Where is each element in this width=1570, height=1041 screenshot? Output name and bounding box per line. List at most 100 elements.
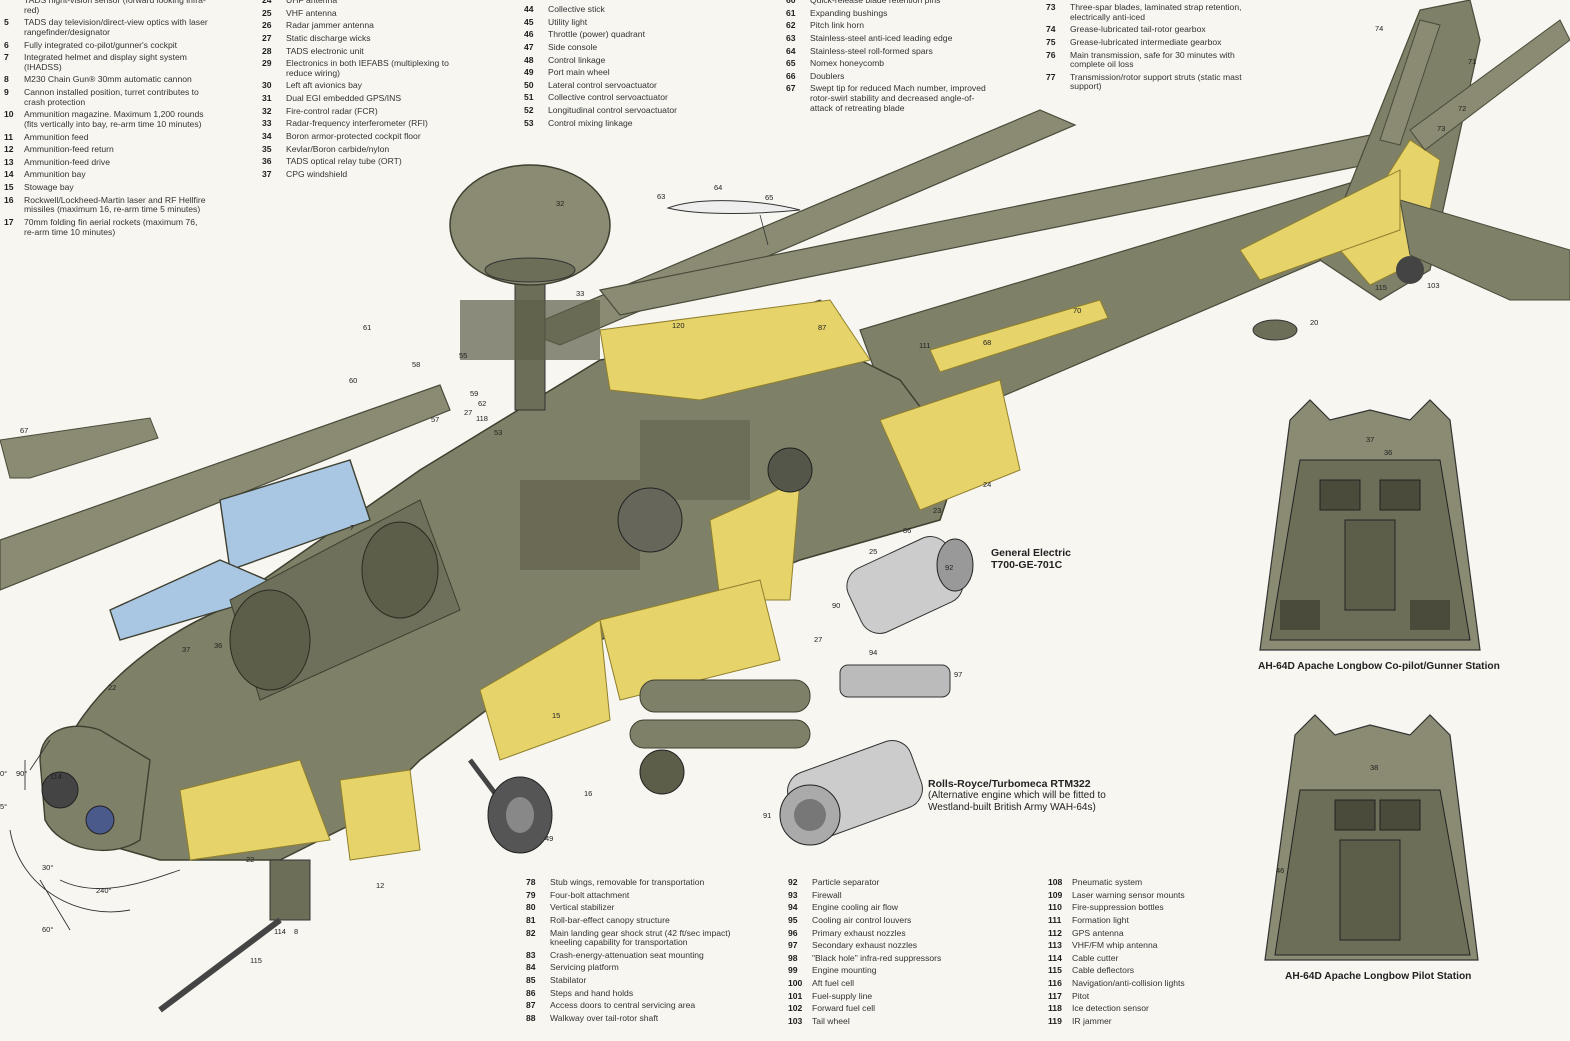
ge-engine-caption: General Electric T700-GE-701C xyxy=(991,547,1071,571)
key-item: 7 Integrated helmet and display sight sys… xyxy=(4,52,209,72)
key-text: Tail wheel xyxy=(812,1015,850,1026)
key-number: 113 xyxy=(1048,940,1062,951)
key-number: 52 xyxy=(524,105,534,115)
key-number: 15 xyxy=(4,182,14,192)
key-text: Integrated helmet and display sight syst… xyxy=(24,52,187,72)
transmission-detail xyxy=(640,420,750,500)
chain-gun xyxy=(158,859,311,1013)
ge-engine-line-1: General Electric xyxy=(991,547,1071,559)
key-text: Left aft avionics bay xyxy=(286,80,362,91)
key-text: Crash-energy-attenuation seat mounting xyxy=(550,949,704,960)
key-number: 115 xyxy=(1048,965,1062,976)
stub-wing xyxy=(599,579,781,701)
key-text: Control linkage xyxy=(548,54,606,65)
callout-65: 65 xyxy=(765,193,773,202)
callout-36-cpg: 36 xyxy=(1384,448,1392,457)
key-text: Quick-release blade retention pins xyxy=(810,0,941,5)
key-text: TADS optical relay tube (ORT) xyxy=(286,156,402,167)
callout-74: 74 xyxy=(1375,24,1383,33)
callout-33: 33 xyxy=(576,289,584,298)
key-number: 95 xyxy=(788,914,798,925)
turret-angle-diagram xyxy=(9,739,181,931)
callout-90: 90 xyxy=(832,601,840,610)
cpg-station-caption: AH-64D Apache Longbow Co-pilot/Gunner St… xyxy=(1258,661,1500,672)
key-text: Forward fuel cell xyxy=(812,1003,876,1014)
callout-114b: 114 xyxy=(274,927,286,936)
key-number: 35 xyxy=(262,143,272,154)
key-number: 108 xyxy=(1048,877,1063,887)
key-text: Radar-frequency interferometer (RFI) xyxy=(286,118,428,129)
key-text: Ammunition feed xyxy=(24,131,89,142)
tail-yellow-structure xyxy=(1239,169,1401,281)
key-number: 49 xyxy=(524,67,534,78)
callout-94: 94 xyxy=(869,648,877,657)
key-text: Pitch link horn xyxy=(810,20,864,31)
key-text: Vertical stabilizer xyxy=(550,902,615,913)
key-text: GPS antenna xyxy=(1072,927,1124,938)
avionics-bay-cutaway xyxy=(179,759,331,861)
key-text: Kevlar/Boron carbide/nylon xyxy=(286,143,390,154)
key-text: Ice detection sensor xyxy=(1072,1003,1149,1014)
key-number: 7 xyxy=(4,52,9,63)
key-number: 29 xyxy=(262,58,272,69)
callout-91: 91 xyxy=(763,811,771,820)
key-text: Roll-bar-effect canopy structure xyxy=(550,914,670,925)
callout-53: 53 xyxy=(494,428,502,437)
callout-15: 15 xyxy=(552,711,560,720)
aft-fuselage-cutaway xyxy=(879,379,1021,511)
key-text: Grease-lubricated tail-rotor gearbox xyxy=(1070,24,1206,35)
callout-86: 86 xyxy=(903,526,911,535)
key-number: 13 xyxy=(4,156,14,167)
callout-87: 87 xyxy=(818,323,826,332)
angle-60: 60° xyxy=(42,925,53,934)
key-number: 47 xyxy=(524,41,534,52)
key-number: 48 xyxy=(524,54,534,65)
rr-engine-title: Rolls-Royce/Turbomeca RTM322 xyxy=(928,778,1091,790)
key-text: Collective control servoactuator xyxy=(548,92,668,103)
key-number: 102 xyxy=(788,1003,803,1014)
key-text: Pitot xyxy=(1072,990,1090,1001)
key-number: 111 xyxy=(1048,914,1062,925)
callout-8: 8 xyxy=(294,927,298,936)
key-number: 117 xyxy=(1048,990,1062,1001)
key-number: 46 xyxy=(524,29,534,40)
key-number: 60 xyxy=(786,0,796,5)
callout-63: 63 xyxy=(657,192,665,201)
key-text: IR jammer xyxy=(1072,1015,1112,1026)
key-number: 76 xyxy=(1046,49,1056,60)
key-item: 117 Pitot xyxy=(1048,990,1258,1002)
rtm322-engine-drawing xyxy=(779,740,923,846)
stowage-bay-cutaway xyxy=(479,619,611,761)
engine-bay-cutaway xyxy=(709,479,801,601)
key-text: Secondary exhaust nozzles xyxy=(812,940,918,951)
callout-49: 49 xyxy=(545,834,553,843)
key-text: CPG windshield xyxy=(286,168,348,179)
key-number: 114 xyxy=(1048,952,1062,963)
